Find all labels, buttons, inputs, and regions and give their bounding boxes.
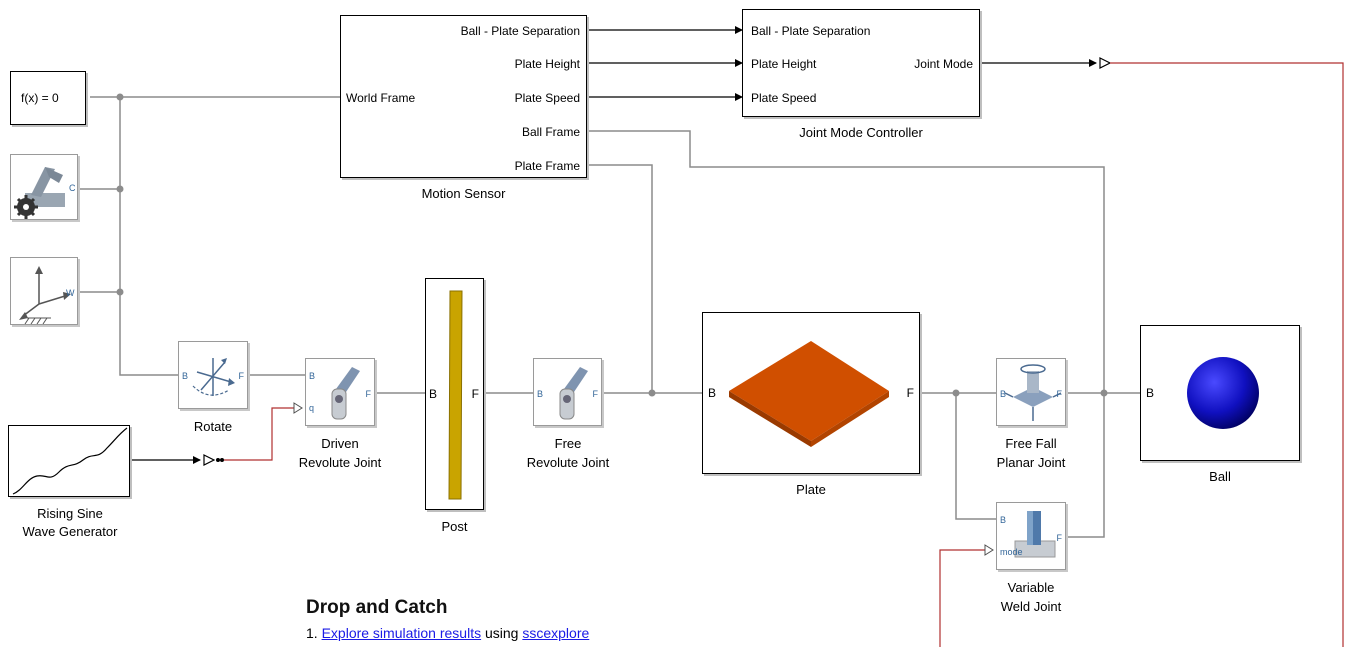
motion-sensor-block[interactable]: World Frame Ball - Plate Separation Plat… (340, 15, 587, 178)
port-c-label: C (69, 183, 76, 193)
step-middle-text: using (484, 625, 519, 641)
revolute-joint-icon (331, 367, 360, 420)
post-caption: Post (441, 519, 468, 534)
port-b-label: B (708, 386, 717, 400)
plate-block[interactable]: B F (702, 312, 920, 474)
port-f-label: F (906, 386, 914, 400)
port-b-label: B (1146, 386, 1155, 400)
constant-block[interactable]: f(x) = 0 (10, 71, 86, 125)
port-b-label: B (429, 387, 438, 401)
weld-caption-2: Weld Joint (1000, 599, 1062, 614)
planar-caption-1: Free Fall (1005, 436, 1057, 451)
connection-plate-frame-sensor (587, 164, 653, 393)
rotate-block[interactable]: B F (178, 341, 248, 409)
port-f-label: F (1056, 389, 1063, 399)
mechanism-configuration-block[interactable]: C (10, 154, 78, 220)
world-frame-block[interactable]: W (10, 257, 78, 325)
port-w-label: W (66, 288, 75, 298)
physical-signal-mode (939, 549, 985, 647)
port-b-label: B (537, 389, 544, 399)
port-f-label: F (592, 389, 599, 399)
joint-mode-controller-block[interactable]: Ball - Plate Separation Plate Height Pla… (742, 9, 980, 117)
annotation-title: Drop and Catch (306, 597, 448, 618)
physical-signal-joint-mode (1110, 62, 1344, 647)
ps-converter-sine (203, 454, 216, 466)
world-frame-axes-icon (19, 266, 71, 325)
port-q-label: q (309, 403, 315, 413)
planar-joint-icon (1004, 364, 1062, 421)
port-ball-plate-separation: Ball - Plate Separation (460, 24, 580, 38)
port-b-label: B (309, 371, 316, 381)
rising-sine-plot-icon (12, 427, 128, 495)
post-rod-icon (448, 290, 463, 500)
port-ball-plate-separation-in: Ball - Plate Separation (751, 24, 871, 38)
planar-caption-2: Planar Joint (996, 455, 1066, 470)
port-b-label: B (1000, 389, 1007, 399)
port-f-label: F (365, 389, 372, 399)
sscexplore-link[interactable]: sscexplore (522, 625, 590, 641)
constant-label: f(x) = 0 (21, 91, 59, 105)
annotation-step: 1. Explore simulation results using ssce… (306, 625, 589, 641)
connection-ball-frame-sensor (587, 130, 1105, 393)
sine-caption-1: Rising Sine (37, 506, 103, 521)
plate-solid-icon (729, 341, 889, 447)
planar-joint-block[interactable]: B F (996, 358, 1066, 426)
free-caption-1: Free (554, 436, 582, 451)
weld-joint-block[interactable]: B F mode (996, 502, 1066, 570)
connection-bus-to-rotate (119, 97, 178, 376)
port-plate-height: Plate Height (514, 57, 580, 71)
connection-weld-ball (1066, 393, 1105, 538)
port-b-label: B (1000, 515, 1007, 525)
port-joint-mode: Joint Mode (914, 57, 973, 71)
rotate-transform-icon (192, 358, 235, 396)
physical-signal-q (224, 407, 295, 461)
port-ball-frame: Ball Frame (521, 125, 580, 139)
ps-converter-joint-mode (1099, 57, 1112, 69)
port-f-label: F (1056, 533, 1063, 543)
weld-joint-icon (1014, 511, 1056, 558)
port-plate-frame: Plate Frame (514, 159, 580, 173)
port-plate-height-in: Plate Height (751, 57, 817, 71)
port-b-label: B (182, 371, 189, 381)
free-caption-2: Revolute Joint (526, 455, 610, 470)
connection-plate-weld (955, 393, 996, 520)
port-plate-speed-in: Plate Speed (751, 91, 817, 105)
driven-revolute-joint-block[interactable]: B F q (305, 358, 375, 426)
port-f-label: F (238, 371, 245, 381)
plate-caption: Plate (796, 482, 826, 497)
explore-results-link[interactable]: Explore simulation results (321, 625, 482, 641)
ball-caption: Ball (1209, 469, 1231, 484)
weld-caption-1: Variable (1007, 580, 1055, 595)
port-f-label: F (471, 387, 479, 401)
revolute-joint-icon (559, 367, 588, 420)
joint-mode-controller-caption: Joint Mode Controller (799, 125, 923, 140)
step-number: 1. (306, 625, 318, 641)
ball-block[interactable]: B (1140, 325, 1300, 461)
rotate-caption: Rotate (193, 419, 233, 434)
robot-arm-gear-icon (14, 167, 65, 219)
port-plate-speed: Plate Speed (514, 91, 580, 105)
port-world-frame: World Frame (346, 91, 416, 105)
sine-wave-generator-block[interactable] (8, 425, 130, 497)
port-mode-label: mode (1000, 547, 1023, 557)
free-revolute-joint-block[interactable]: B F (533, 358, 602, 426)
motion-sensor-caption: Motion Sensor (421, 186, 506, 201)
sine-caption-2: Wave Generator (22, 524, 118, 539)
driven-caption-2: Revolute Joint (298, 455, 382, 470)
ball-sphere-icon (1187, 357, 1259, 429)
driven-caption-1: Driven (321, 436, 359, 451)
post-block[interactable]: B F (425, 278, 484, 510)
